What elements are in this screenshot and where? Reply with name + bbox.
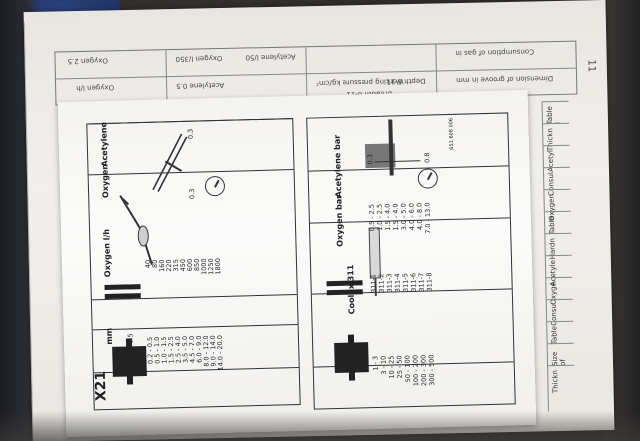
thickness-symbol-icon (334, 334, 369, 381)
col-header-oxygen: Oxygen (100, 163, 111, 199)
welding-workpiece-icon (152, 133, 188, 192)
double-bar-icon (104, 284, 141, 300)
cut-col-header-mm: mm (348, 356, 358, 374)
booklet-side-cell: Size of (547, 342, 575, 367)
reference-card: X21 mm Oxygen l/h Oxygen Acetylene 0.2 -… (57, 89, 537, 438)
cutting-nozzle-icon (368, 227, 381, 296)
cut-col-header-oxygen-bar: Oxygen bar (334, 194, 345, 247)
cut-col-header-nozzle: Coolex 311 (346, 264, 357, 315)
nozzle-value: 311-8 (425, 272, 434, 292)
booklet-text: Acetylene l/50 (245, 52, 296, 62)
page-number: 11 (585, 59, 597, 73)
booklet-side-cell: Acetyl (543, 144, 570, 172)
cut-col-header-acetylene-bar: Acetylene bar (332, 134, 344, 198)
thickness-symbol-icon (112, 338, 147, 385)
booklet-side-cell: Consu (546, 298, 574, 326)
oxygen-bar-value: 7.0 - 13.0 (423, 202, 433, 234)
double-bar-icon (326, 280, 363, 296)
booklet-side-cell: Oxygen (544, 188, 571, 221)
bottom-shadow (0, 411, 640, 441)
cut-mm-value: 300 - 500 (427, 354, 437, 386)
booklet-side-cell: Table (544, 210, 572, 234)
oxygen-pressure-value: 0.3 (188, 188, 197, 200)
acetylene-bar-bottom: 0.8 (423, 152, 432, 164)
booklet-text: Acetylene 0.5 (176, 80, 225, 90)
booklet-side-cell: Hardn (545, 232, 572, 259)
oxygen-lh-value: 1800 (213, 257, 223, 275)
booklet-side-cell: Table (547, 320, 574, 344)
booklet-text: Oxygen l/350 (175, 53, 223, 63)
welding-torch-icon (119, 195, 153, 266)
booklet-text: Oxygen l/h (76, 83, 115, 93)
col-header-acetylene: Acetylene (99, 121, 110, 167)
acetylene-pressure-value: 0.3 (186, 128, 195, 140)
booklet-side-table: Table I Thickn Acetyl Consul Oxygen Tabl… (541, 100, 576, 412)
booklet-side-cell: Table I (542, 100, 570, 124)
cutting-workpiece-icon (364, 119, 396, 176)
booklet-text: Consumption of gas in (455, 47, 535, 58)
booklet-text: Dimension of groove in mm (455, 74, 554, 85)
panel-divider (92, 324, 298, 331)
range-line (374, 160, 421, 163)
booklet-side-cell: Acetyle (545, 254, 573, 286)
booklet-text: Oxygen 2.5 (67, 56, 109, 66)
booklet-side-cell: Thickn (548, 364, 575, 393)
booklet-side-cell: Thickn (543, 122, 570, 151)
booklet-text: Depth 6-11 (386, 76, 426, 86)
mm-value: 14.0 - 20.0 (215, 334, 225, 371)
booklet-side-cell: Oxyge (546, 276, 573, 305)
booklet-side-cell: Consul (543, 166, 571, 196)
footer-code: 651 608 006 (448, 117, 456, 150)
